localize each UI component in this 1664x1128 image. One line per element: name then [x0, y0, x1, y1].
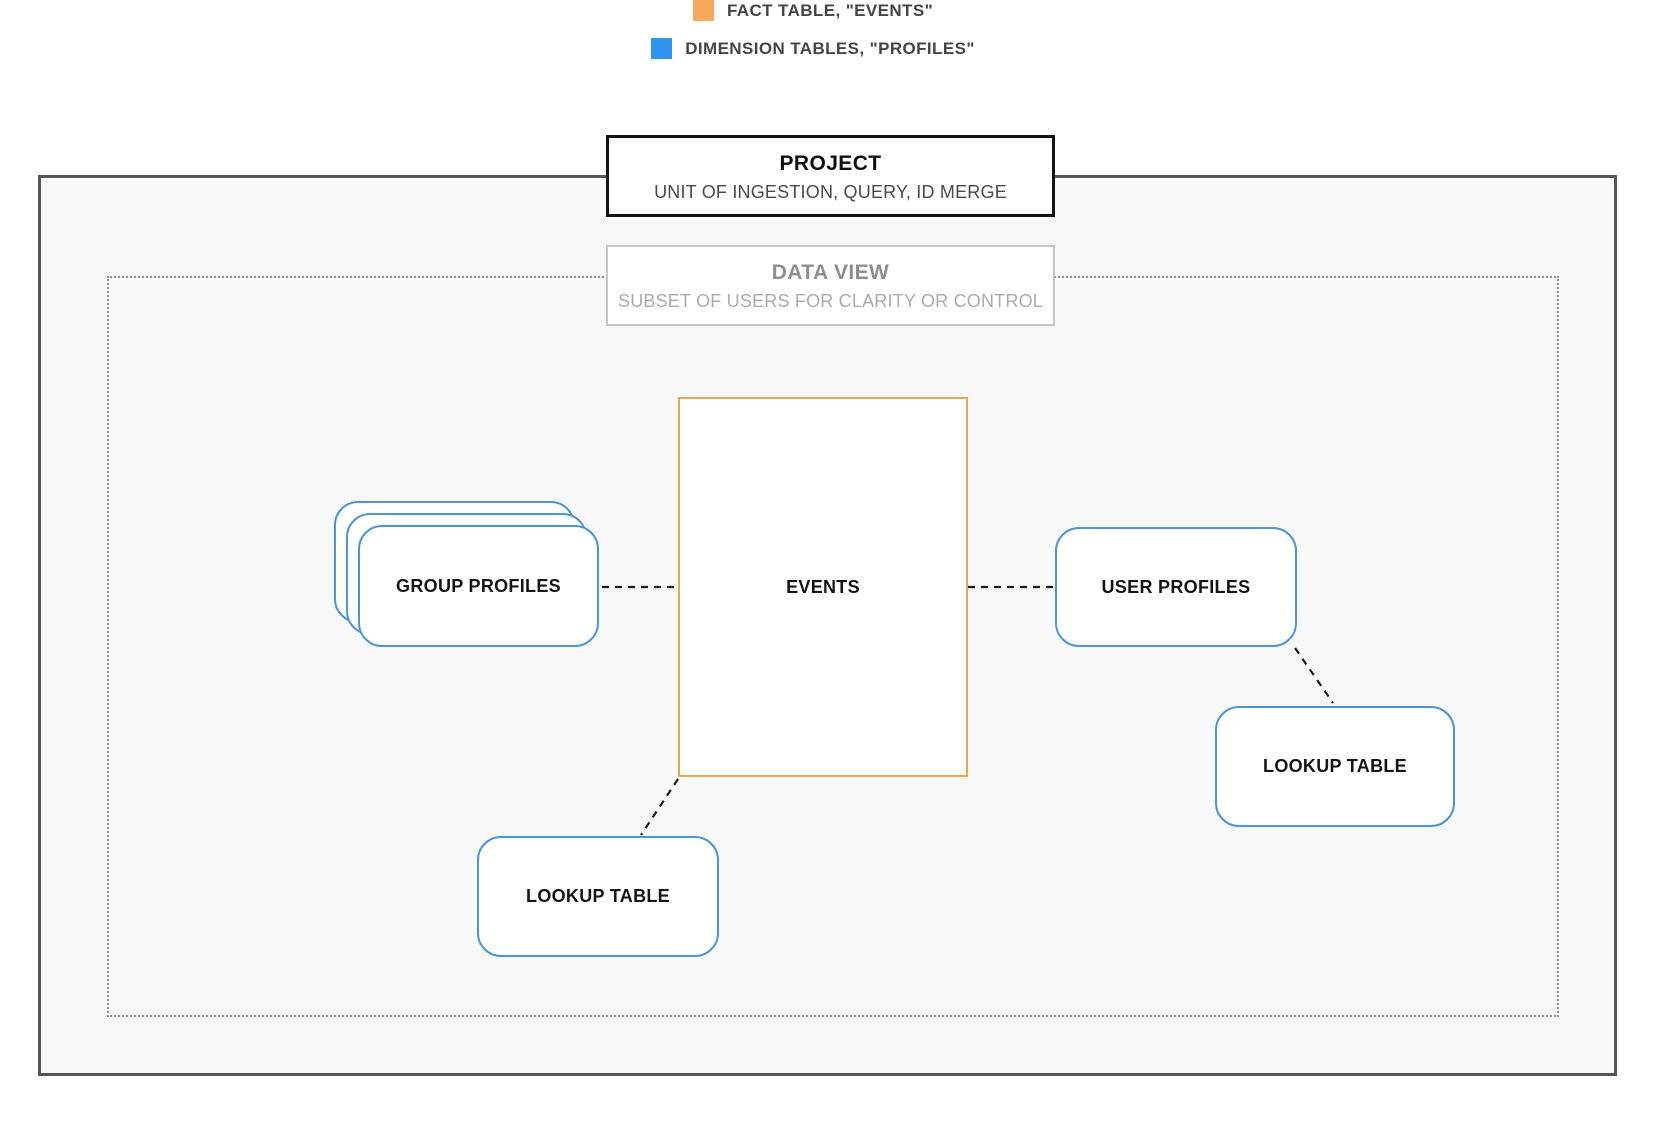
group-profiles-label: GROUP PROFILES — [396, 575, 561, 596]
project-header-box: PROJECT UNIT OF INGESTION, QUERY, ID MER… — [606, 135, 1055, 217]
events-label: EVENTS — [786, 576, 860, 597]
events-node: EVENTS — [678, 397, 968, 777]
project-subtitle: UNIT OF INGESTION, QUERY, ID MERGE — [654, 181, 1007, 202]
data-view-subtitle: SUBSET OF USERS FOR CLARITY OR CONTROL — [617, 291, 1043, 311]
legend: FACT TABLE, "EVENTS" DIMENSION TABLES, "… — [0, 0, 1626, 59]
legend-label-dimension-tables: DIMENSION TABLES, "PROFILES" — [685, 38, 975, 58]
user-profiles-node: USER PROFILES — [1055, 527, 1297, 647]
lookup-table-right-node: LOOKUP TABLE — [1215, 706, 1455, 827]
legend-label-fact-table: FACT TABLE, "EVENTS" — [726, 0, 934, 20]
lookup-table-right-label: LOOKUP TABLE — [1263, 756, 1407, 776]
lookup-table-bottom-label: LOOKUP TABLE — [526, 886, 670, 906]
dimension-tables-color-swatch — [651, 38, 673, 59]
legend-item-fact-table: FACT TABLE, "EVENTS" — [692, 0, 934, 21]
data-view-title: DATA VIEW — [771, 261, 890, 284]
user-profiles-label: USER PROFILES — [1101, 576, 1251, 597]
legend-item-dimension-tables: DIMENSION TABLES, "PROFILES" — [651, 38, 975, 59]
project-title: PROJECT — [779, 151, 882, 175]
fact-table-color-swatch — [692, 0, 714, 21]
lookup-table-bottom-node: LOOKUP TABLE — [477, 836, 719, 957]
data-view-header-box: DATA VIEW SUBSET OF USERS FOR CLARITY OR… — [606, 245, 1055, 326]
group-profiles-node: GROUP PROFILES — [358, 525, 599, 647]
